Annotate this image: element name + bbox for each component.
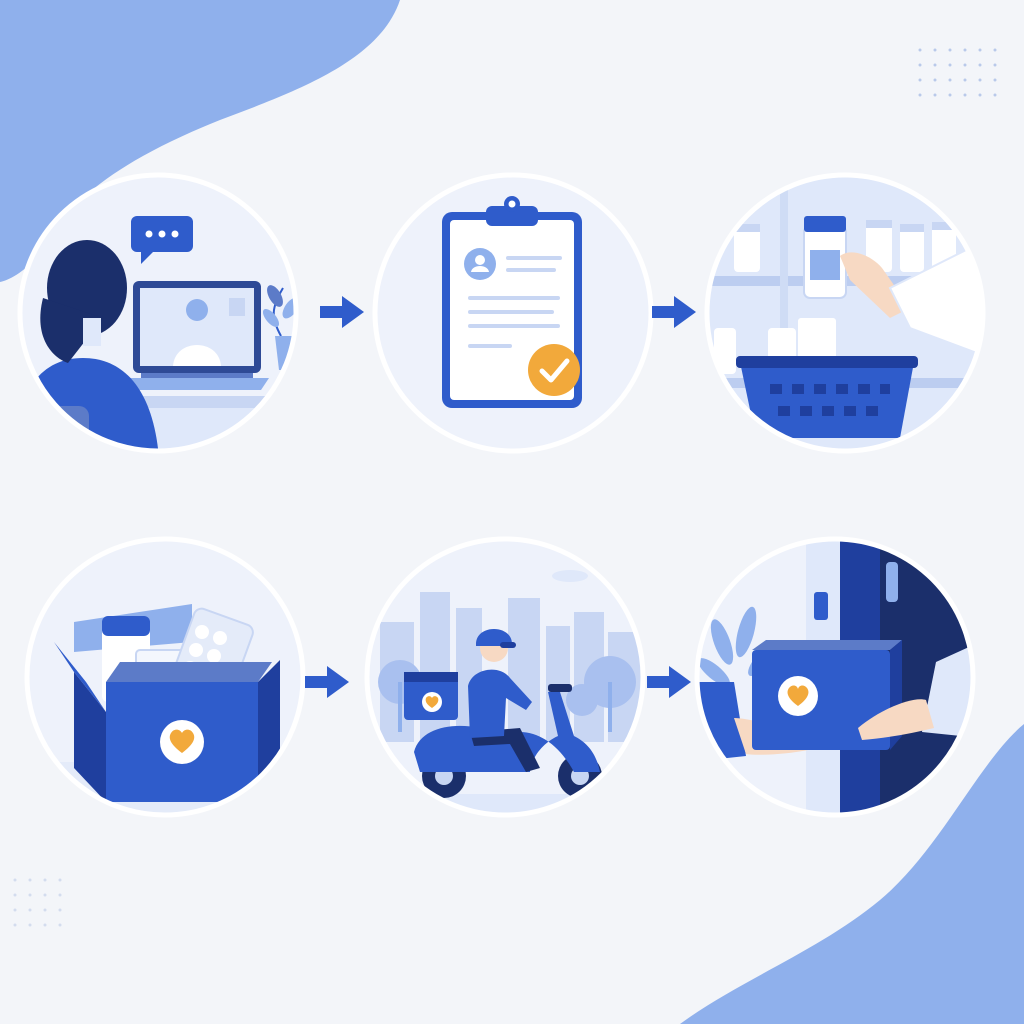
step-scooter-delivery	[360, 532, 650, 822]
courier-figure	[468, 629, 540, 772]
package-handover-icon	[752, 640, 902, 750]
step-online-consultation	[13, 168, 303, 458]
top-left-blob	[0, 0, 400, 282]
medicine-bottle	[803, 216, 847, 299]
shopping-basket-icon	[736, 318, 918, 438]
heart-icon	[425, 696, 439, 708]
heart-icon	[169, 729, 195, 753]
dot-grid-top-right	[918, 48, 997, 97]
arrow-right-icon	[650, 294, 700, 330]
chat-bubble-icon	[131, 216, 193, 264]
pharmacist-hand	[840, 236, 982, 360]
step-prescription-approved	[368, 168, 658, 458]
step-pharmacy-picking	[700, 168, 990, 458]
arrow-right-icon	[303, 664, 353, 700]
trees	[378, 656, 636, 732]
laptop-icon	[125, 281, 269, 390]
arrow-right-icon	[318, 294, 368, 330]
bottom-right-blob	[680, 724, 1024, 1024]
dot-grid-bottom-left	[13, 878, 62, 927]
medicine-box-icon	[54, 604, 280, 802]
step-doorstep-handover	[690, 532, 980, 822]
check-badge-icon	[528, 344, 580, 396]
step-order-packed	[20, 532, 310, 822]
arrow-right-icon	[645, 664, 695, 700]
delivery-scooter-icon	[404, 672, 602, 798]
heart-icon	[787, 685, 809, 706]
